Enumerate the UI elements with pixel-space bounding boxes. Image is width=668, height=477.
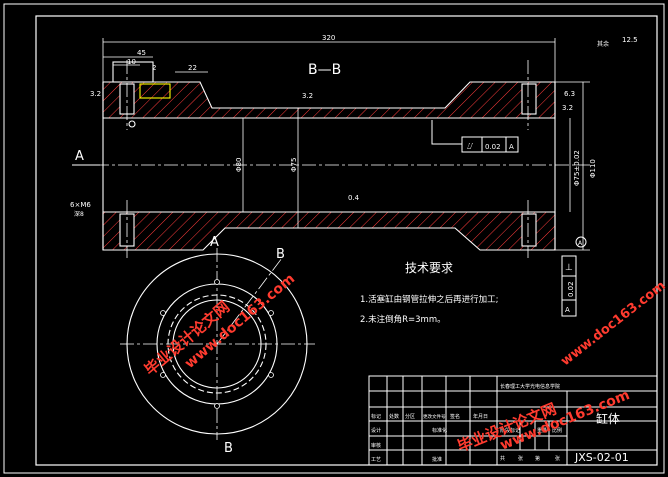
dim-thread: 6×M6	[70, 201, 91, 209]
roughness-value-2: 3.2	[90, 90, 101, 98]
dim-2: 2	[152, 64, 156, 72]
roughness-value-4: 0.4	[348, 194, 360, 202]
tb-label-design: 设计	[371, 427, 381, 434]
tol1-datum: A	[509, 143, 514, 151]
roughness-value-5: 3.2	[562, 104, 573, 112]
tb-school: 长春理工大学光电信息学院	[500, 383, 560, 390]
roughness-value-3: 6.3	[564, 90, 575, 98]
tb-label-stage: 阶段标记	[500, 427, 520, 434]
tech-item-1: 1.活塞缸由钢管拉伸之后再进行加工;	[360, 294, 498, 305]
tol2-datum: A	[565, 306, 570, 314]
tb-label-sheet2: 张	[555, 455, 560, 462]
tolerance-frame-2	[561, 236, 587, 317]
tb-label-mark: 标记	[371, 413, 381, 420]
inner-border	[35, 15, 658, 466]
dim-bore: Φ80	[235, 158, 243, 172]
tb-label-total: 共	[500, 455, 505, 462]
tb-label-scale: 比例	[552, 427, 562, 434]
view-label-b-bottom: B	[224, 441, 233, 456]
roughness-other-value: 12.5	[622, 36, 638, 44]
tb-label-date: 年月日	[473, 413, 488, 420]
dim-inner: Φ75	[290, 158, 298, 172]
dim-fit: Φ75±0.02	[573, 150, 581, 186]
dim-flange-width: 45	[137, 49, 146, 57]
dim-22: 22	[188, 64, 197, 72]
tb-part-name: 缸体	[596, 411, 620, 426]
tol1-symbol: ⌰	[467, 142, 473, 152]
tech-item-2: 2.未注倒角R=3mm。	[360, 314, 446, 325]
tb-label-weight: 重量	[537, 427, 547, 434]
tb-label-sign: 签名	[450, 413, 460, 420]
cylinder-section	[102, 61, 556, 251]
roughness-value-1: 3.2	[302, 92, 313, 100]
tb-label-standard: 标准化	[432, 427, 447, 434]
outer-border	[3, 3, 665, 474]
title-block	[368, 375, 658, 466]
tb-label-approve: 批准	[432, 456, 442, 463]
roughness-other: 其余	[597, 40, 609, 48]
tech-title: 技术要求	[405, 261, 453, 275]
tb-label-sheet1: 张	[518, 455, 523, 462]
tol2-value: 0.02	[567, 281, 575, 297]
view-label-a-top: A	[75, 149, 84, 164]
tb-label-process: 工艺	[371, 457, 381, 463]
view-label-b-right: B	[276, 247, 285, 262]
tolerance-frame-1	[431, 120, 519, 153]
view-label-a-bottom: A	[210, 235, 219, 250]
dimension-lines	[102, 38, 590, 251]
tb-label-review: 审核	[371, 442, 381, 449]
dim-total-length: 320	[322, 34, 335, 42]
centerlines	[72, 60, 590, 258]
tol2-symbol: ⊥	[565, 263, 573, 273]
tb-label-no: 第	[535, 455, 540, 462]
tb-label-zone: 分区	[405, 413, 415, 420]
end-view-holes	[160, 279, 274, 409]
tb-label-change: 更改文件号	[423, 413, 446, 420]
dim-10: 10	[127, 58, 136, 66]
tol1-value: 0.02	[485, 143, 501, 151]
section-label: B—B	[308, 62, 341, 78]
tb-drawing-no: JXS-02-01	[574, 451, 629, 464]
dim-outer: Φ110	[589, 159, 597, 178]
datum-marker: A	[578, 240, 583, 247]
dim-thread-depth: 深8	[74, 210, 84, 218]
tb-label-count: 处数	[389, 413, 399, 420]
